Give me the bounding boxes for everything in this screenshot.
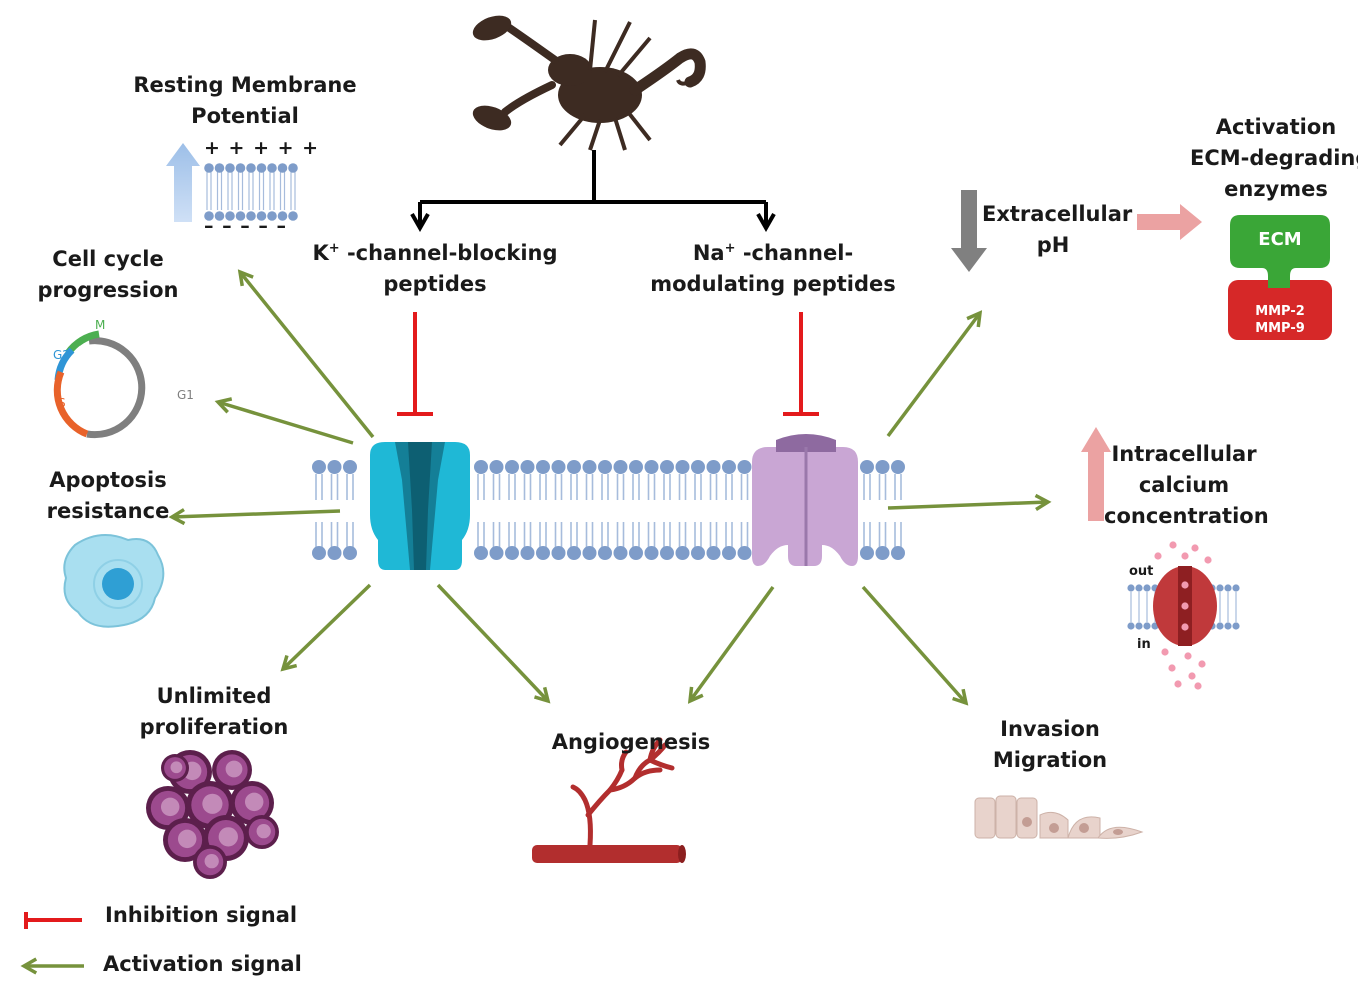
phase-g1: G1 — [177, 388, 194, 402]
calcium-line1: Intracellular — [1111, 442, 1257, 466]
arrow-to-proliferation — [280, 583, 372, 672]
extracellular-ph-line2: pH — [1036, 233, 1070, 257]
na-peptides-label: Na+ -channel- modulating peptides — [640, 233, 906, 300]
cell-cycle-line1: Cell cycle — [52, 247, 164, 271]
na-inhibition-signal — [783, 312, 819, 416]
phase-s: S — [58, 396, 66, 410]
na-ion: Na — [692, 241, 725, 265]
ecm-activation-arrow — [1137, 204, 1202, 240]
activation-ecm-line3: enzymes — [1224, 177, 1328, 201]
apoptosis-line2: resistance — [46, 499, 170, 523]
arrow-na-to-angiogenesis — [687, 585, 775, 704]
membrane-potential-icon — [166, 143, 298, 222]
arrow-to-resting-potential — [237, 269, 375, 439]
invasion-line2: Migration — [992, 748, 1108, 772]
angiogenesis-label: Angiogenesis — [551, 730, 711, 754]
resting-potential-label: Resting Membrane Potential — [125, 70, 365, 132]
calcium-out-label: out — [1129, 564, 1154, 579]
calcium-in-label: in — [1137, 637, 1151, 652]
tumor-cluster-icon — [146, 750, 279, 879]
ph-down-arrow — [951, 190, 987, 272]
extracellular-ph-line1: Extracellular — [982, 202, 1133, 226]
phase-m: M — [95, 318, 106, 332]
k-inhibition-signal — [397, 312, 433, 416]
k-peptides-text: -channel-blocking — [346, 241, 558, 265]
negative-charges: – – – – – — [204, 215, 287, 237]
legend-inhibition-label: Inhibition signal — [105, 903, 298, 927]
calcium-line2: calcium — [1138, 473, 1230, 497]
activation-ecm-line1: Activation — [1215, 115, 1337, 139]
mmp2-label: MMP-2 — [1255, 304, 1305, 319]
proliferation-line2: proliferation — [139, 715, 289, 739]
k-channel — [370, 442, 470, 570]
calcium-line3: concentration — [1104, 504, 1269, 528]
invasion-label: Invasion Migration — [960, 714, 1140, 776]
arrow-to-calcium — [887, 493, 1052, 511]
k-peptides-line1: K+ -channel-blocking — [300, 233, 570, 269]
legend-inhibition-symbol — [24, 912, 82, 929]
positive-charges: + + + + + — [204, 137, 320, 159]
proliferation-label: Unlimited proliferation — [120, 681, 308, 743]
apoptosis-line1: Apoptosis — [49, 468, 167, 492]
arrow-to-apoptosis — [168, 508, 341, 526]
cell-icon — [63, 534, 165, 628]
apoptosis-label: Apoptosis resistance — [20, 465, 196, 527]
invasion-line1: Invasion — [1000, 717, 1100, 741]
na-charge: + — [724, 241, 736, 256]
extracellular-ph-label: Extracellular pH — [982, 199, 1133, 261]
na-peptides-line2: modulating peptides — [650, 272, 896, 296]
na-peptides-line1: Na+ -channel- — [640, 233, 906, 269]
proliferation-line1: Unlimited — [156, 684, 272, 708]
blood-vessel-icon — [532, 737, 686, 863]
calcium-channel-icon — [1127, 541, 1240, 690]
k-peptides-line2: peptides — [383, 272, 487, 296]
legend-activation-label: Activation signal — [103, 952, 302, 976]
na-peptides-text: -channel- — [742, 241, 854, 265]
migrating-cells-icon — [974, 795, 1144, 839]
arrow-to-invasion — [861, 585, 969, 706]
cell-cycle-icon — [53, 330, 146, 439]
calcium-up-arrow — [1081, 427, 1111, 521]
arrow-k-to-angiogenesis — [436, 583, 551, 704]
ecm-label: ECM — [1258, 229, 1302, 250]
activation-ecm-label: Activation ECM-degrading enzymes — [1190, 112, 1358, 205]
na-channel — [752, 434, 858, 566]
activation-ecm-line2: ECM-degrading — [1190, 146, 1358, 170]
k-charge: + — [328, 241, 340, 256]
arrow-to-cell-cycle — [214, 397, 354, 445]
source-branch-arrows — [410, 150, 776, 233]
lipid-bilayer — [312, 460, 905, 560]
phase-g2: G2 — [53, 348, 70, 362]
k-peptides-label: K+ -channel-blocking peptides — [300, 233, 570, 300]
ecm-mmp-icon — [1228, 215, 1332, 340]
cell-cycle-line2: progression — [37, 278, 179, 302]
intracellular-calcium-label: Intracellular calcium concentration — [1104, 439, 1269, 532]
activation-arrows — [168, 269, 1052, 706]
resting-potential-line2: Potential — [191, 104, 299, 128]
resting-potential-line1: Resting Membrane — [133, 73, 357, 97]
mmp9-label: MMP-9 — [1255, 321, 1305, 336]
arrow-to-extracellular-ph — [886, 310, 983, 438]
scorpion-icon — [472, 15, 706, 151]
cell-cycle-label: Cell cycle progression — [20, 244, 196, 306]
k-ion: K — [312, 241, 329, 265]
